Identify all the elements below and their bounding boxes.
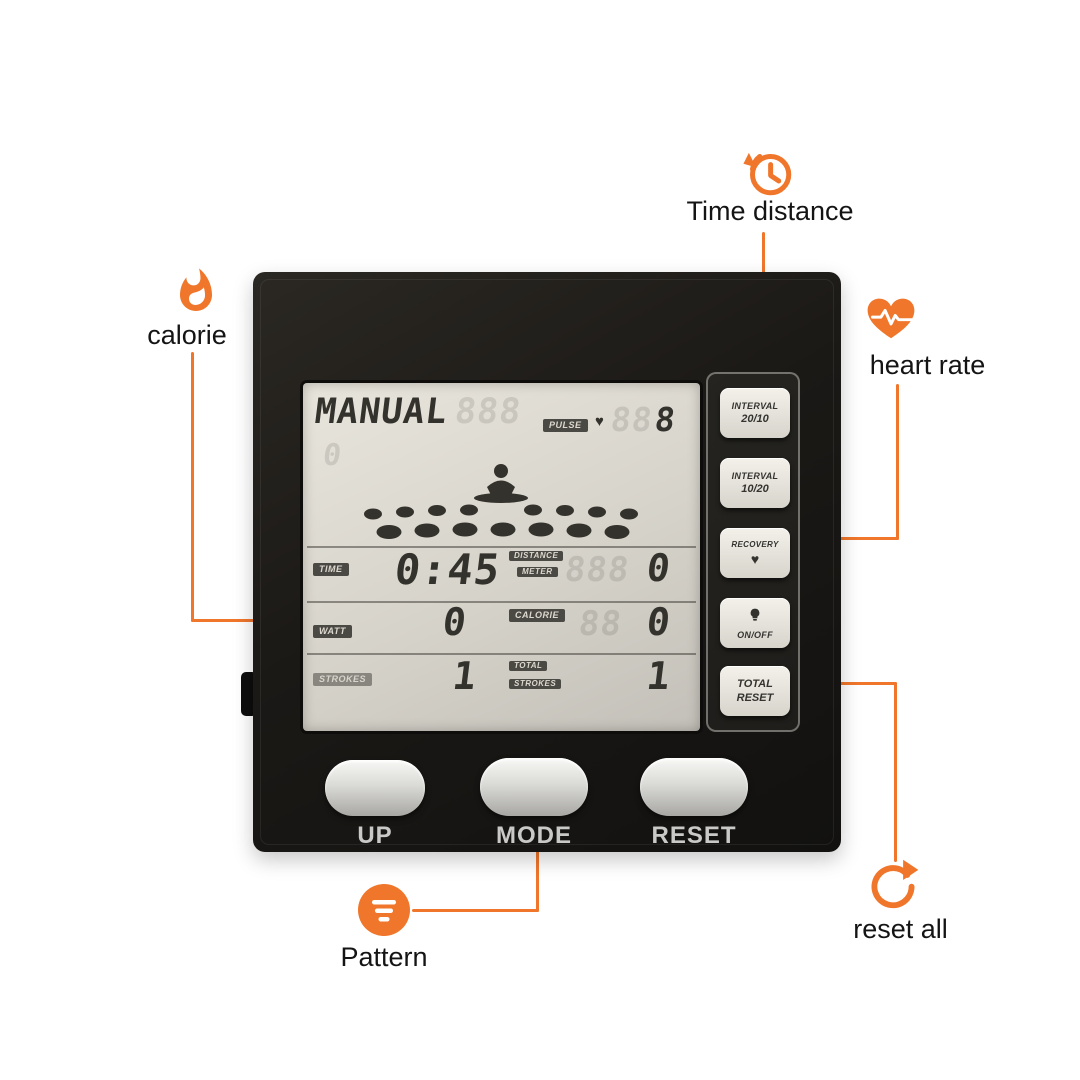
lcd-distance-value: 0 (644, 546, 674, 590)
total-reset-button[interactable]: TOTAL RESET (720, 666, 790, 716)
fitness-monitor: MANUAL 888 PULSE ♥ 88 8 0 (253, 272, 841, 852)
connector-heart-rate-vertical (896, 384, 899, 540)
total-reset-label-line1: TOTAL (737, 678, 773, 690)
callout-label-calorie: calorie (147, 320, 227, 350)
lcd-strokes-label: STROKES (313, 673, 373, 686)
lcd-program-ghost-segments: 888 (452, 392, 524, 432)
lcd-pulse-label: PULSE (543, 419, 588, 432)
clock-refresh-icon (738, 142, 796, 200)
lamp-icon (747, 607, 763, 628)
on-off-button[interactable]: ON/OFF (720, 598, 790, 648)
reset-button-label: RESET (651, 822, 737, 849)
lcd-watt-label: WATT (313, 625, 352, 638)
callout-label-heart-rate: heart rate (869, 350, 986, 380)
flame-icon (172, 264, 220, 318)
connector-reset-all-vertical (894, 682, 897, 862)
mode-button-label: MODE (496, 822, 572, 849)
side-button-panel: INTERVAL 20/10 INTERVAL 10/20 RECOVERY ♥ (706, 372, 800, 732)
lcd-calorie-ghost: 88 (576, 604, 625, 644)
lcd-divider-1 (307, 546, 696, 548)
lcd-total-label: TOTAL (509, 661, 548, 671)
connector-heart-rate-horizontal (792, 537, 899, 540)
lcd-meter-label: METER (517, 567, 558, 577)
lcd-total-strokes-value: 1 (644, 654, 674, 698)
connector-reset-all-horizontal (795, 682, 897, 685)
interval-10-20-label: INTERVAL (731, 471, 779, 481)
lcd-time-label: TIME (313, 563, 349, 576)
rower-pace-display (351, 461, 651, 548)
callout-label-reset-all: reset all (853, 914, 948, 944)
interval-10-20-value: 10/20 (741, 483, 769, 495)
connector-pattern-vertical (536, 800, 539, 912)
reset-button[interactable] (640, 758, 748, 816)
lcd-calorie-label: CALORIE (509, 609, 565, 622)
lcd-calorie-value: 0 (644, 600, 674, 644)
interval-20-10-value: 20/10 (741, 413, 769, 425)
lcd-left-ghost-digit: 0 (320, 438, 345, 473)
heart-pulse-icon (864, 294, 918, 342)
pattern-list-icon (358, 884, 410, 936)
total-reset-label-line2: RESET (736, 692, 774, 704)
lcd-total-strokes-label: STROKES (509, 679, 562, 689)
lcd-distance-ghost: 888 (562, 550, 632, 590)
lcd-watt-value: 0 (440, 600, 470, 644)
lcd-strokes-value: 1 (450, 654, 480, 698)
interval-20-10-label: INTERVAL (731, 401, 779, 411)
callout-label-time-distance: Time distance (686, 196, 854, 226)
recovery-heart-icon: ♥ (750, 550, 760, 567)
lcd-divider-2 (307, 601, 696, 603)
connector-calorie-vertical (191, 352, 194, 622)
interval-10-20-button[interactable]: INTERVAL 10/20 (720, 458, 790, 508)
lcd-time-value: 0:45 (392, 545, 504, 594)
recovery-label: RECOVERY (731, 539, 779, 549)
interval-20-10-button[interactable]: INTERVAL 20/10 (720, 388, 790, 438)
device-frame (260, 279, 834, 845)
up-button[interactable] (325, 760, 425, 816)
reset-circular-arrow-icon (866, 858, 920, 912)
connector-pattern-horizontal (412, 909, 539, 912)
lcd-distance-label: DISTANCE (509, 551, 564, 561)
lcd-pulse-heart-icon: ♥ (595, 413, 604, 430)
recovery-button[interactable]: RECOVERY ♥ (720, 528, 790, 578)
callout-label-pattern: Pattern (340, 942, 428, 972)
lcd-program-mode: MANUAL (312, 392, 450, 432)
up-button-label: UP (357, 822, 393, 849)
on-off-label: ON/OFF (737, 629, 773, 640)
lcd-pulse-ghost-segments: 88 (608, 400, 656, 439)
lcd-pulse-value: 8 (652, 400, 679, 439)
mode-button[interactable] (480, 758, 588, 816)
lcd-screen: MANUAL 888 PULSE ♥ 88 8 0 (303, 383, 700, 731)
lcd-divider-3 (307, 653, 696, 655)
